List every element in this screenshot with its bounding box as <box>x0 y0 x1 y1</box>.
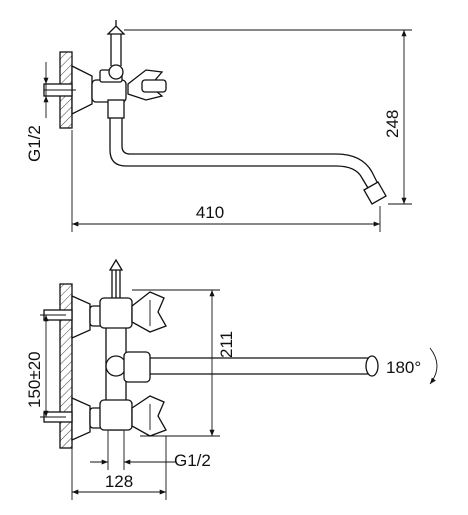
depth-label: 128 <box>105 472 133 491</box>
top-view: G1/2 410 248 <box>25 20 412 232</box>
rotation-arrow <box>429 347 438 385</box>
bottom-thread-label: G1/2 <box>174 451 211 470</box>
valve-body <box>91 79 127 103</box>
spout-top <box>109 118 369 189</box>
handle-upper <box>131 291 167 333</box>
bottom-view: 150±20 180° 211 G <box>25 258 438 500</box>
top-thread-label: G1/2 <box>25 125 44 162</box>
rotation-label: 180° <box>386 358 421 377</box>
mounting-flange <box>71 64 93 116</box>
top-height-label: 248 <box>383 110 402 138</box>
handle-lower <box>131 395 167 437</box>
top-width-label: 410 <box>196 203 224 222</box>
wall-section-lower <box>59 283 73 449</box>
spacing-label: 150±20 <box>25 351 44 408</box>
bottom-height-label: 211 <box>217 331 236 358</box>
